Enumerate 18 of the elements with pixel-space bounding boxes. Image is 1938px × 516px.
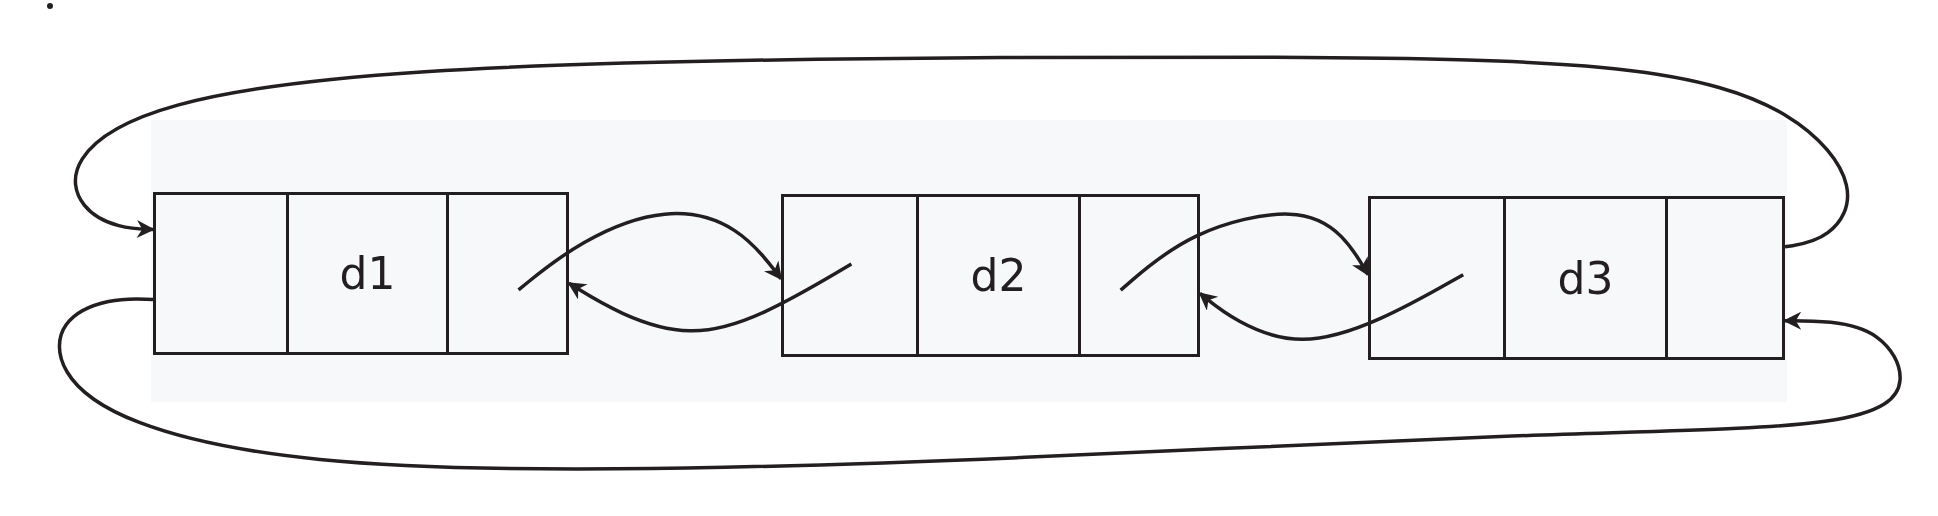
pointer-cell [1078, 194, 1200, 357]
node-value: d1 [339, 248, 396, 299]
pointer-cell [781, 194, 919, 357]
pointer-cell [446, 192, 569, 355]
arrow [1198, 273, 1465, 342]
pointer-cell [1368, 196, 1506, 360]
arrow [74, 55, 1850, 249]
arrow [567, 262, 853, 333]
data-cell [286, 192, 449, 355]
data-cell [1503, 196, 1668, 360]
arrow [517, 211, 783, 292]
node-value: d3 [1557, 252, 1614, 304]
arrow [57, 297, 1902, 471]
pointer-cell [153, 192, 289, 355]
arrow [1119, 212, 1370, 292]
pointer-cell [1665, 196, 1785, 360]
data-cell [916, 194, 1081, 357]
node-value: d2 [970, 250, 1027, 301]
